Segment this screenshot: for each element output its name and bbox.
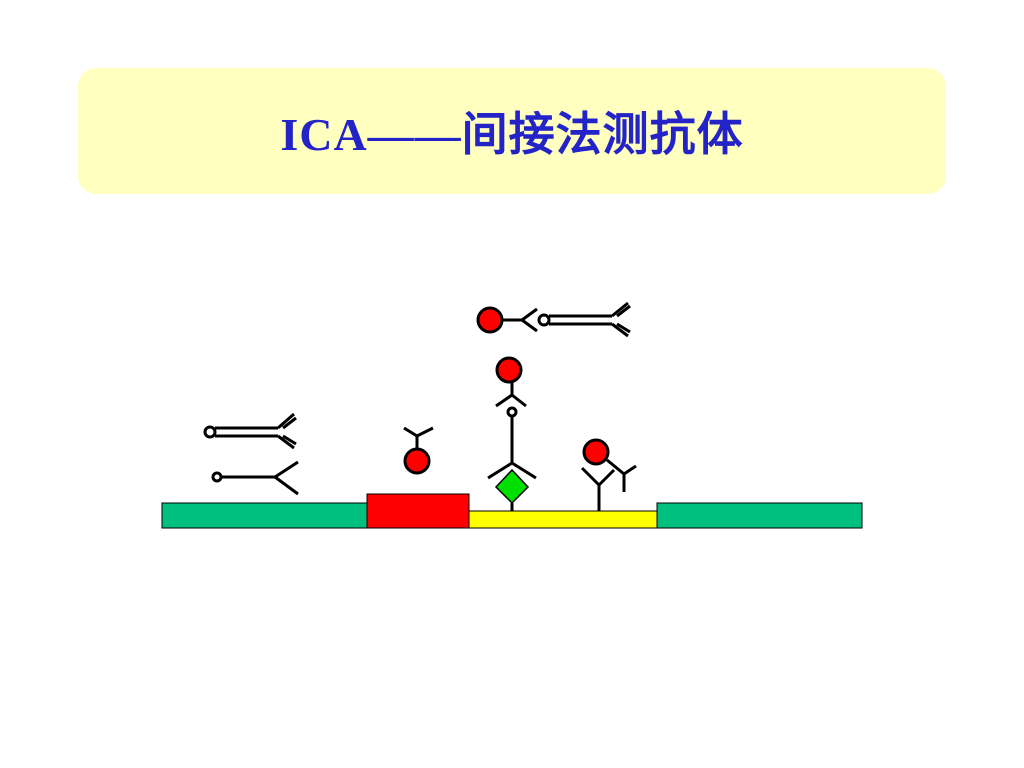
slide-title: ICA——间接法测抗体 bbox=[280, 109, 744, 160]
control-capture bbox=[580, 438, 637, 511]
labeled-secondary-antibody-free bbox=[476, 301, 631, 338]
antibody-y-icon bbox=[211, 460, 299, 496]
conjugate-pad bbox=[366, 493, 470, 529]
test-zone bbox=[468, 510, 658, 529]
test-strip bbox=[161, 493, 863, 529]
strip-right-segment bbox=[656, 502, 863, 529]
strip-left-segment bbox=[161, 502, 368, 529]
gold-labeled-antibody-icon bbox=[403, 426, 434, 475]
diamond-antigen-icon bbox=[494, 468, 530, 505]
captured-complex bbox=[487, 356, 537, 511]
double-line-antibody-icon bbox=[203, 412, 297, 450]
title-banner: ICA——间接法测抗体 bbox=[78, 68, 946, 194]
